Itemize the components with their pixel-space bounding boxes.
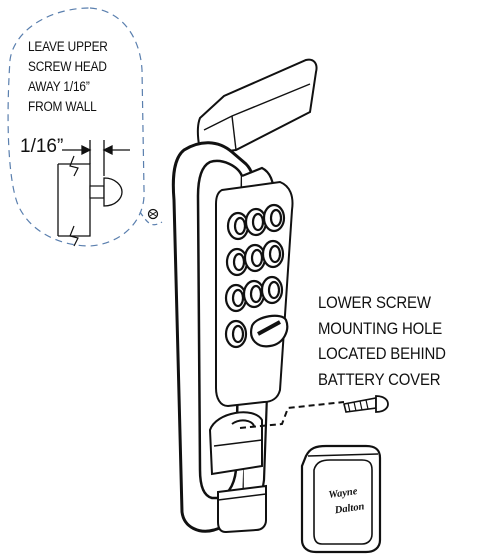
lower-callout-line-4: BATTERY COVER bbox=[318, 369, 441, 389]
upper-screw-callout: LEAVE UPPER SCREW HEAD AWAY 1/16” FROM W… bbox=[28, 37, 108, 117]
wall-section bbox=[57, 163, 91, 237]
wall-break-mark-bottom bbox=[69, 225, 79, 247]
keypad-button-3 bbox=[262, 203, 286, 233]
upper-callout-line-2: SCREW HEAD bbox=[28, 59, 107, 74]
keypad-button-4 bbox=[225, 247, 249, 277]
lower-callout-line-2: MOUNTING HOLE bbox=[318, 318, 443, 338]
detail-screw-shank bbox=[89, 185, 105, 199]
svg-text:Wayne: Wayne bbox=[328, 486, 359, 501]
battery-cover-latch bbox=[217, 484, 267, 534]
dimension-label: 1/16” bbox=[20, 136, 64, 157]
keypad-button-5 bbox=[243, 243, 267, 273]
upper-callout-line-1: LEAVE UPPER bbox=[28, 39, 108, 54]
svg-text:Dalton: Dalton bbox=[333, 501, 365, 516]
detail-bubble-outline bbox=[7, 7, 145, 247]
keypad-button-6 bbox=[261, 239, 285, 269]
upper-callout-line-4: FROM WALL bbox=[28, 99, 97, 114]
keypad-button-1 bbox=[226, 211, 250, 241]
keypad-button-7 bbox=[224, 283, 248, 313]
keypad-buttons bbox=[224, 203, 286, 349]
detail-leader-line bbox=[139, 211, 163, 226]
lower-screw-callout: LOWER SCREW MOUNTING HOLE LOCATED BEHIND… bbox=[318, 290, 446, 392]
keypad-button-8 bbox=[242, 279, 266, 309]
lower-screw-path bbox=[239, 401, 345, 429]
upper-callout-line-3: AWAY 1/16” bbox=[28, 79, 90, 94]
dimension-arrows bbox=[62, 140, 130, 176]
keypad-button-0 bbox=[224, 319, 248, 349]
detail-screw-head bbox=[103, 177, 123, 207]
lower-callout-line-1: LOWER SCREW bbox=[318, 293, 431, 312]
top-mounting-tab bbox=[196, 58, 318, 156]
keypad-button-2 bbox=[244, 207, 268, 237]
wall-break-mark-top bbox=[69, 155, 79, 177]
lower-screw-hole bbox=[231, 419, 255, 427]
keypad-button-9 bbox=[260, 275, 284, 305]
wayne-dalton-logo: Wayne Dalton bbox=[328, 486, 365, 516]
battery-cover-face bbox=[313, 459, 373, 545]
lower-screw bbox=[343, 395, 389, 413]
lower-callout-line-3: LOCATED BEHIND bbox=[318, 344, 446, 363]
